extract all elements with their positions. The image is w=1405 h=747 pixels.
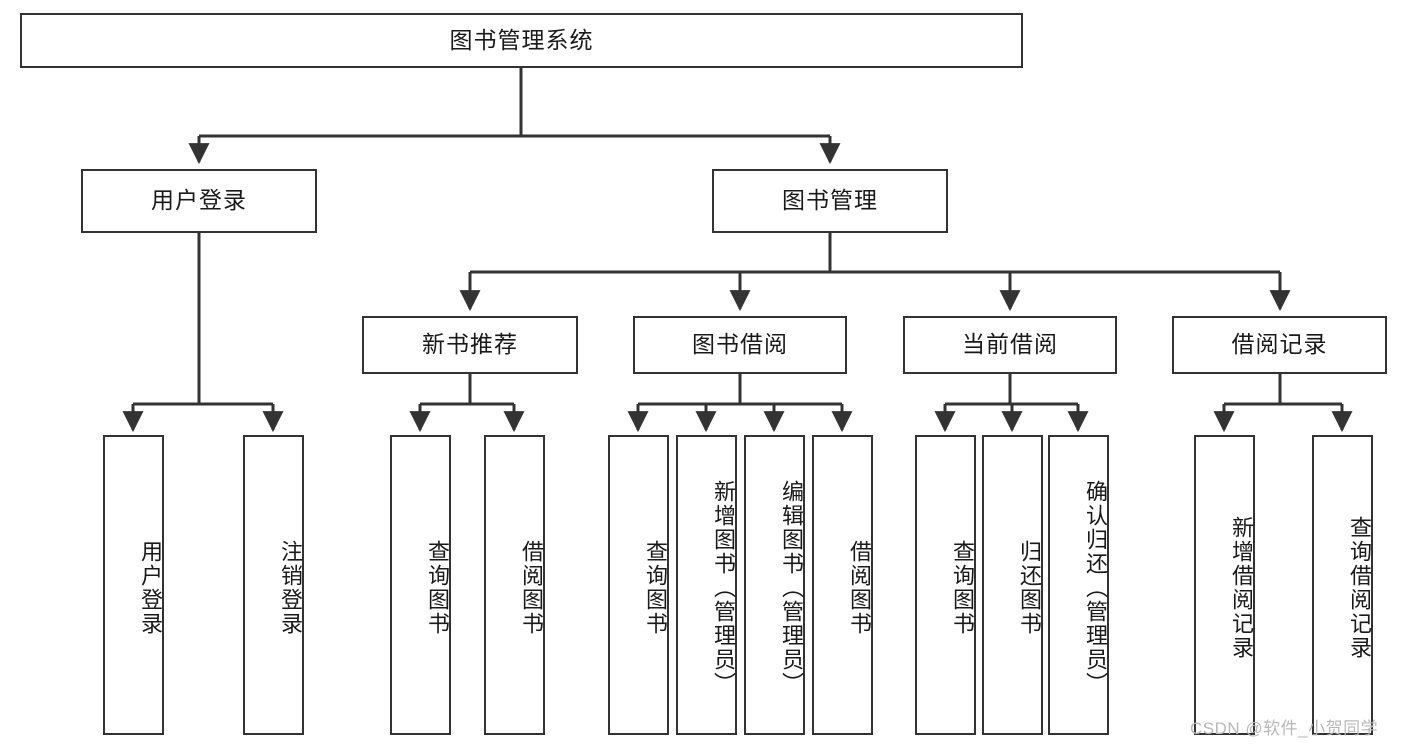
leaf-borrow-query-book[interactable]: 查询图书 xyxy=(608,435,669,735)
node-new-book-recommend[interactable]: 新书推荐 xyxy=(362,316,578,374)
leaf-recommend-borrow-book-label: 借阅图书 xyxy=(519,540,544,636)
leaf-current-query-book-label: 查询图书 xyxy=(950,540,975,636)
node-root[interactable]: 图书管理系统 xyxy=(20,13,1023,68)
node-user-login[interactable]: 用户登录 xyxy=(81,169,317,233)
node-current-borrow[interactable]: 当前借阅 xyxy=(903,316,1117,374)
node-borrow-record-label: 借阅记录 xyxy=(1231,331,1328,358)
leaf-current-return-book[interactable]: 归还图书 xyxy=(982,435,1043,735)
csdn-watermark: CSDN @软件_小贺同学 xyxy=(1190,719,1379,738)
leaf-borrow-edit-book-label: 编辑图书（管理员） xyxy=(779,480,804,696)
leaf-current-query-book[interactable]: 查询图书 xyxy=(915,435,976,735)
node-current-borrow-label: 当前借阅 xyxy=(962,331,1058,358)
leaf-borrow-borrow-book[interactable]: 借阅图书 xyxy=(812,435,873,735)
leaf-record-query-record-label: 查询借阅记录 xyxy=(1347,516,1372,660)
leaf-current-confirm-return[interactable]: 确认归还（管理员） xyxy=(1048,435,1109,735)
node-book-borrow-label: 图书借阅 xyxy=(692,331,788,358)
node-new-book-recommend-label: 新书推荐 xyxy=(422,331,518,358)
leaf-recommend-query-book-label: 查询图书 xyxy=(425,540,450,636)
leaf-borrow-query-book-label: 查询图书 xyxy=(643,540,668,636)
leaf-current-return-book-label: 归还图书 xyxy=(1017,540,1042,636)
leaf-user-login[interactable]: 用户登录 xyxy=(103,435,164,735)
node-book-management[interactable]: 图书管理 xyxy=(712,169,948,233)
leaf-borrow-add-book[interactable]: 新增图书（管理员） xyxy=(676,435,737,735)
node-book-management-label: 图书管理 xyxy=(782,187,878,214)
leaf-current-confirm-return-label: 确认归还（管理员） xyxy=(1083,480,1108,696)
leaf-borrow-add-book-label: 新增图书（管理员） xyxy=(711,480,736,696)
leaf-record-add-record[interactable]: 新增借阅记录 xyxy=(1194,435,1255,735)
leaf-record-query-record[interactable]: 查询借阅记录 xyxy=(1312,435,1373,735)
leaf-recommend-borrow-book[interactable]: 借阅图书 xyxy=(484,435,545,735)
node-borrow-record[interactable]: 借阅记录 xyxy=(1172,316,1387,374)
leaf-user-login-label: 用户登录 xyxy=(138,540,163,636)
leaf-recommend-query-book[interactable]: 查询图书 xyxy=(390,435,451,735)
leaf-record-add-record-label: 新增借阅记录 xyxy=(1229,516,1254,660)
node-book-borrow[interactable]: 图书借阅 xyxy=(633,316,847,374)
leaf-user-logout[interactable]: 注销登录 xyxy=(243,435,304,735)
leaf-borrow-borrow-book-label: 借阅图书 xyxy=(847,540,872,636)
node-root-label: 图书管理系统 xyxy=(449,26,594,53)
node-user-login-label: 用户登录 xyxy=(151,187,247,214)
leaf-user-logout-label: 注销登录 xyxy=(278,540,303,636)
leaf-borrow-edit-book[interactable]: 编辑图书（管理员） xyxy=(744,435,805,735)
